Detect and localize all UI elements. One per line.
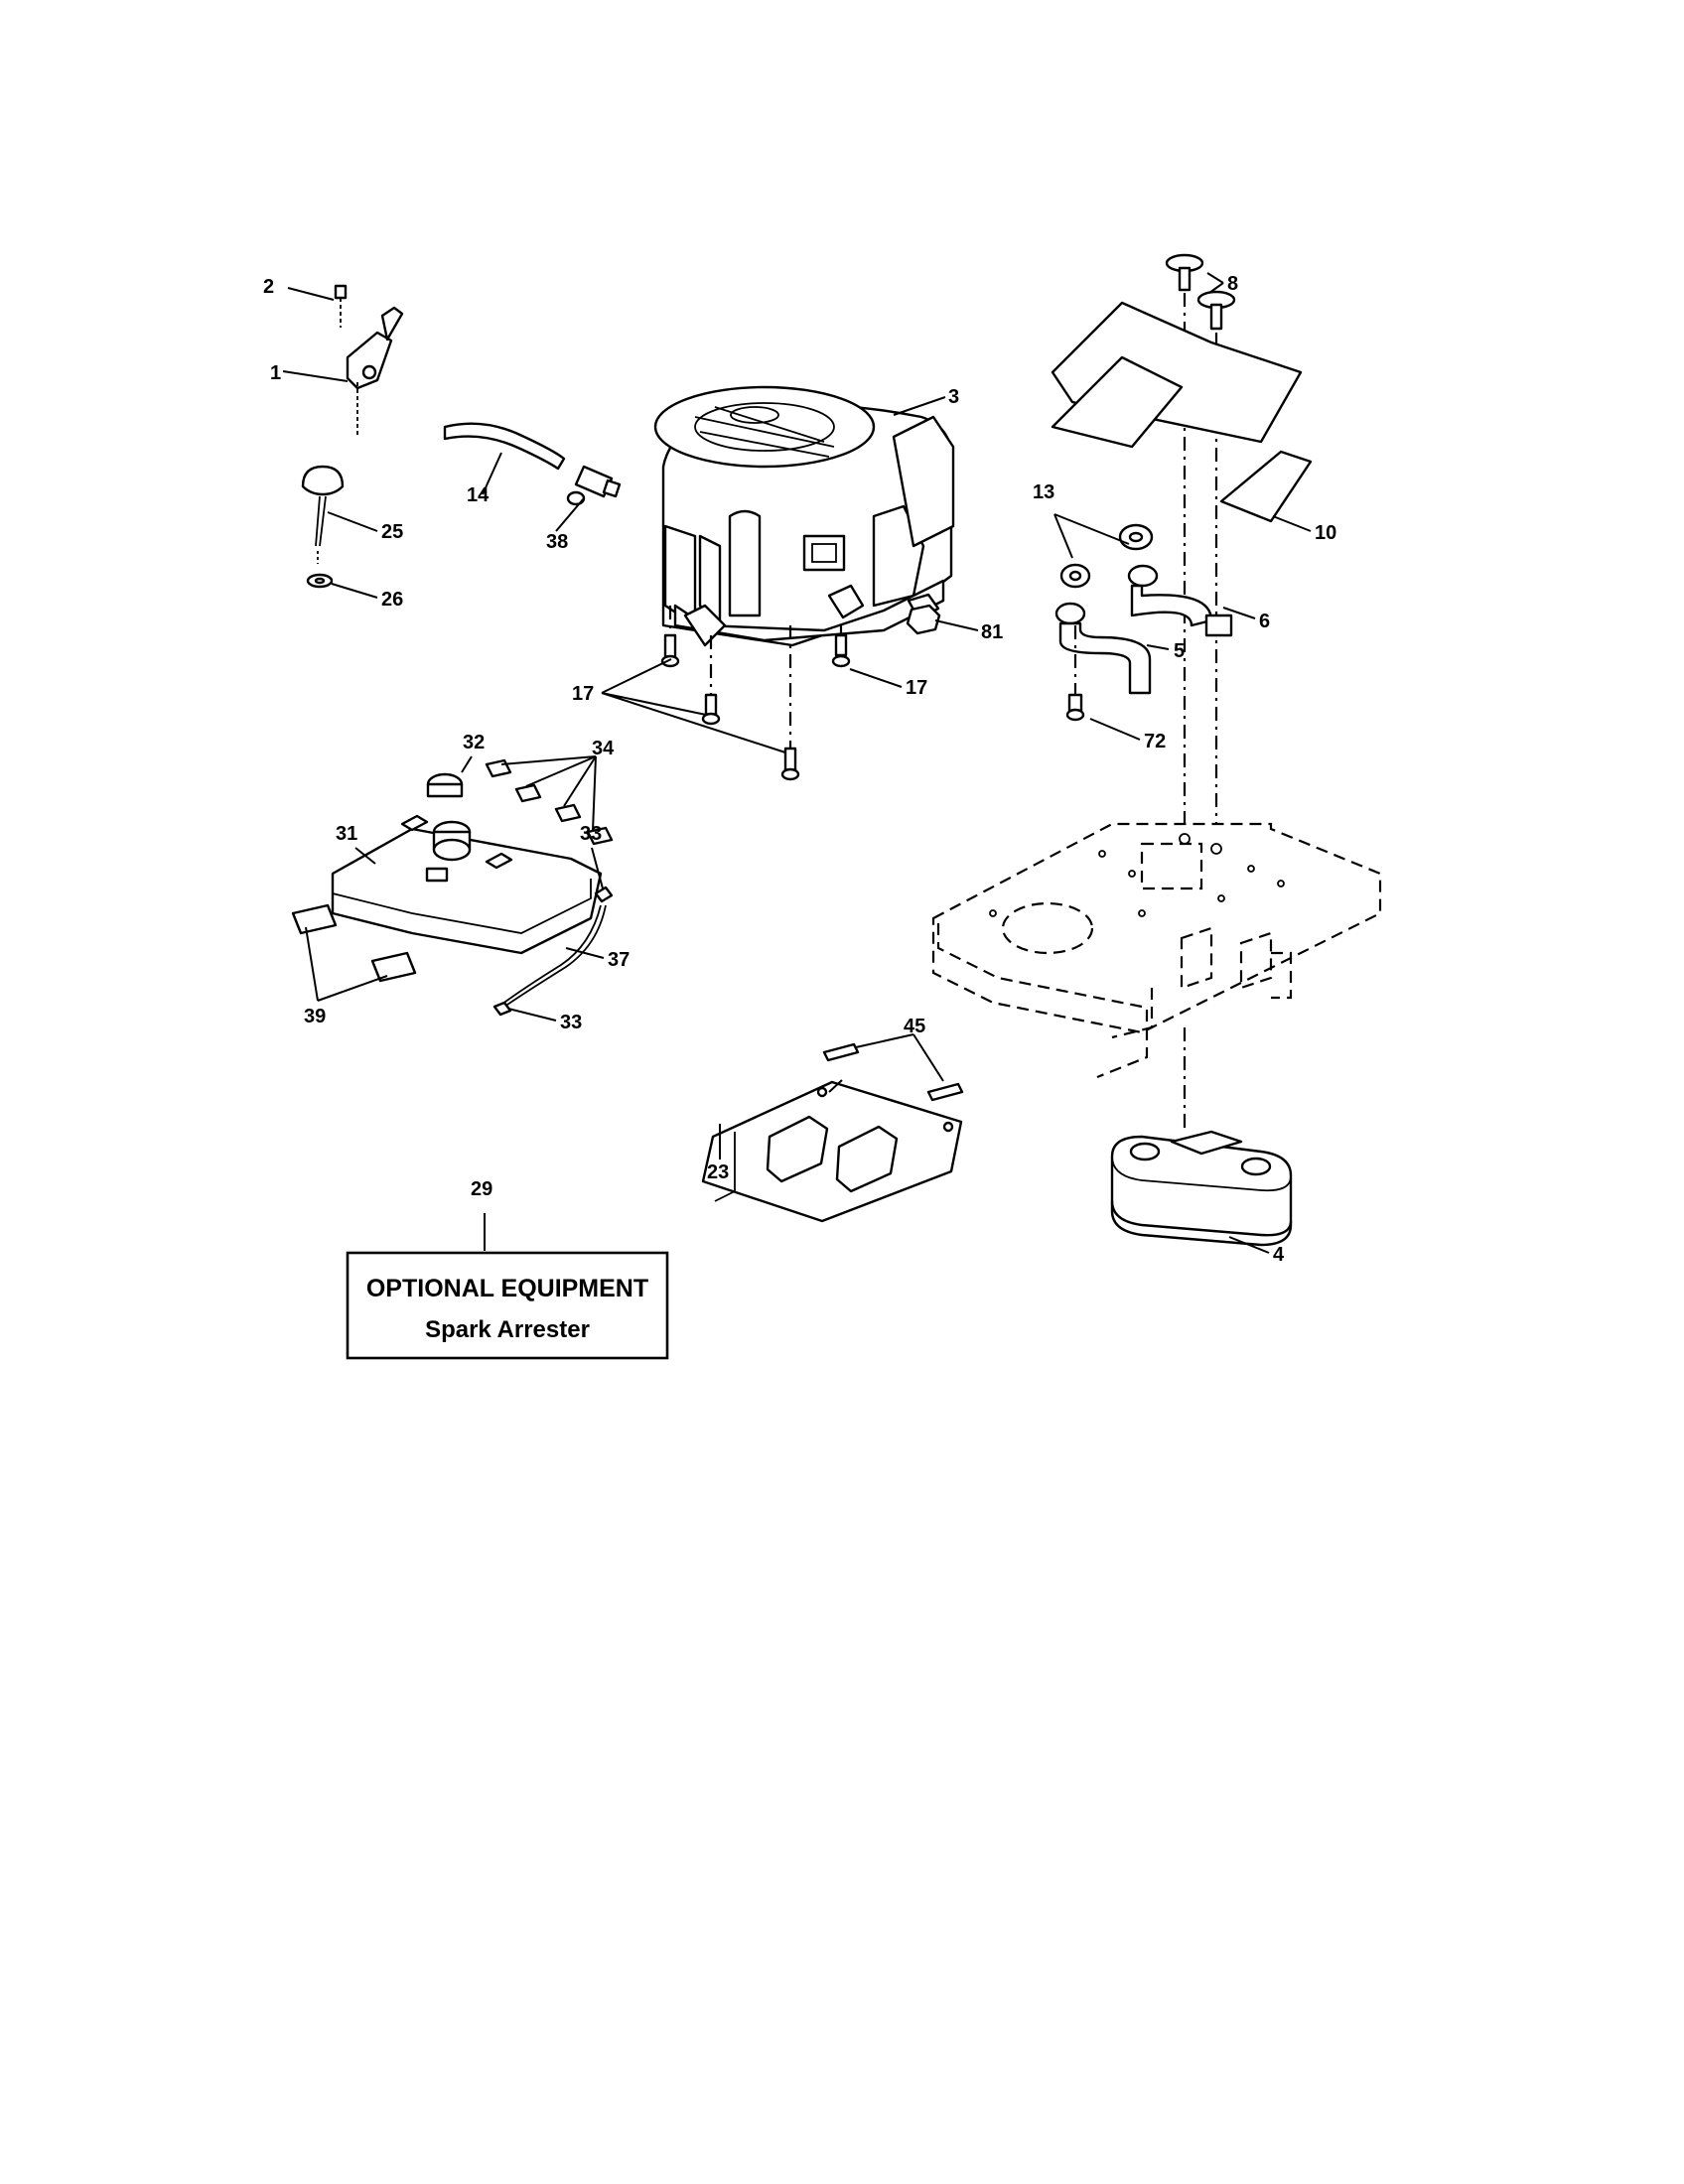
part-mounting-bolts: [660, 606, 851, 781]
callout-81: 81: [981, 621, 1003, 643]
callout-14: 14: [467, 484, 490, 506]
callout-34: 34: [592, 738, 615, 759]
spark-arrester-label: Spark Arrester: [425, 1316, 590, 1343]
callout-10: 10: [1315, 522, 1336, 544]
callout-33-upper: 33: [580, 823, 602, 845]
optional-equipment-box: OPTIONAL EQUIPMENT Spark Arrester: [346, 1251, 669, 1360]
part-muffler: [1110, 1130, 1293, 1247]
callout-4: 4: [1273, 1244, 1285, 1266]
callout-8: 8: [1227, 273, 1238, 295]
part-bolts-8: [1165, 253, 1236, 824]
part-chassis-frame: [931, 822, 1382, 1132]
callout-39: 39: [304, 1006, 326, 1027]
part-throttle-bracket: [334, 284, 404, 437]
part-battery-tray: [291, 758, 614, 1017]
callout-26: 26: [381, 589, 403, 611]
leader-lines: [282, 272, 1312, 1254]
callout-1: 1: [270, 362, 281, 384]
callout-72: 72: [1144, 731, 1166, 752]
optional-equipment-title: OPTIONAL EQUIPMENT: [366, 1275, 648, 1302]
callout-31: 31: [336, 823, 357, 845]
part-fuel-hose: [443, 422, 622, 506]
callout-38: 38: [546, 531, 568, 553]
part-dipstick: [301, 465, 345, 589]
part-heat-shield-plate: [701, 1042, 964, 1223]
callout-13: 13: [1033, 481, 1054, 503]
callout-45: 45: [904, 1016, 925, 1037]
callout-23: 23: [707, 1161, 729, 1183]
callout-17-right: 17: [906, 677, 927, 699]
part-heat-shield: [1051, 301, 1313, 523]
callout-25: 25: [381, 521, 403, 543]
part-exhaust-pipes: [1054, 523, 1233, 722]
callout-29: 29: [471, 1178, 492, 1200]
part-engine: [653, 385, 955, 647]
callout-6: 6: [1259, 611, 1270, 632]
callout-32: 32: [463, 732, 485, 753]
callout-labels: 1 2 3 4 5 6 8 10 13 14 17 17 23 25 26 29…: [263, 273, 1336, 1266]
callout-33-lower: 33: [560, 1012, 582, 1033]
callout-37: 37: [608, 949, 630, 971]
callout-3: 3: [948, 386, 959, 408]
callout-5: 5: [1174, 640, 1185, 662]
callout-2: 2: [263, 276, 274, 298]
part-nut-81: [906, 604, 941, 635]
callout-17-left: 17: [572, 683, 594, 705]
